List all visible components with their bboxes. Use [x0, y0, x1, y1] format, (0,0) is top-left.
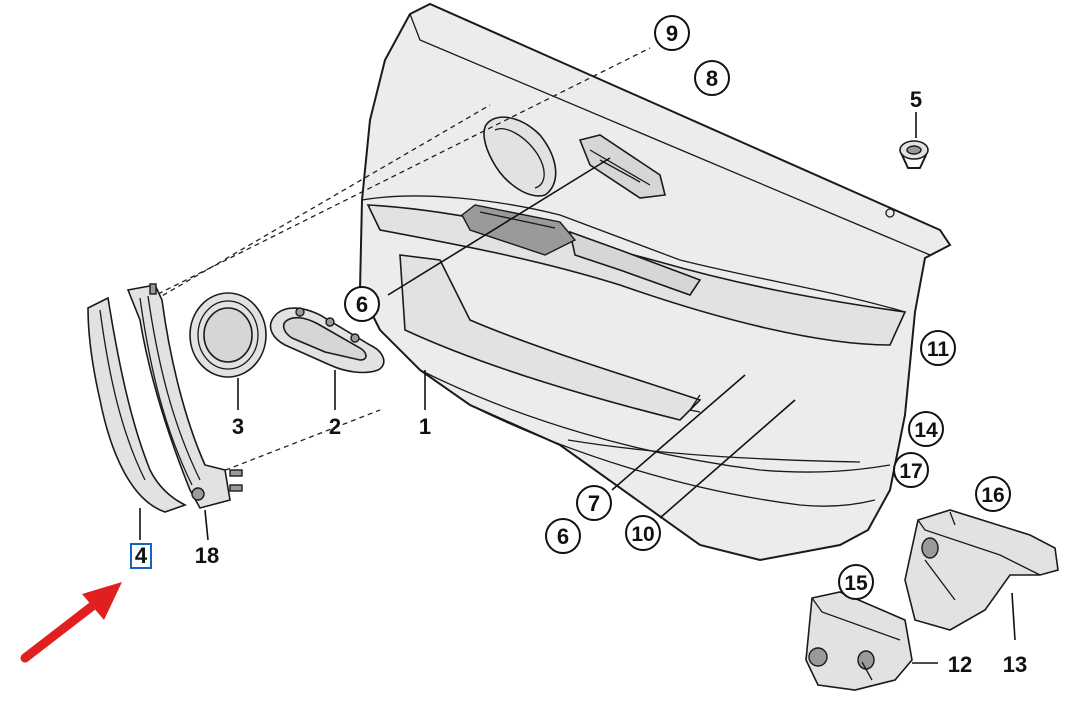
label-7: 7	[588, 491, 600, 516]
label-9: 9	[666, 21, 678, 46]
bracket-block	[904, 509, 1059, 631]
carrier-bracket	[126, 283, 243, 509]
label-13: 13	[1003, 652, 1027, 677]
door-handle	[269, 307, 385, 374]
label-14: 14	[914, 419, 938, 442]
leader-lines	[139, 112, 1016, 664]
label-15: 15	[844, 572, 868, 595]
clip	[899, 140, 929, 169]
part-labels: 9 8 6 11 14 17 16 7 6 10 15 5 3 2 1 18 1…	[130, 15, 1027, 677]
label-17: 17	[899, 460, 922, 483]
label-6-top: 6	[356, 292, 368, 317]
door-panel	[358, 2, 952, 562]
highlight-box	[130, 543, 152, 569]
small-bracket	[805, 591, 913, 691]
label-12: 12	[948, 652, 972, 677]
trim-cover	[87, 296, 188, 513]
label-11: 11	[927, 338, 950, 361]
alignment-lines	[149, 47, 651, 481]
label-16: 16	[981, 484, 1004, 507]
speaker	[189, 292, 267, 378]
label-4: 4	[135, 543, 148, 568]
label-6-bottom: 6	[557, 524, 569, 549]
label-5: 5	[910, 87, 922, 112]
label-18: 18	[195, 543, 219, 568]
label-2: 2	[329, 414, 341, 439]
label-3: 3	[232, 414, 244, 439]
pointer-arrow	[20, 582, 122, 663]
label-10: 10	[631, 523, 654, 546]
label-8: 8	[706, 66, 718, 91]
label-1: 1	[419, 414, 431, 439]
